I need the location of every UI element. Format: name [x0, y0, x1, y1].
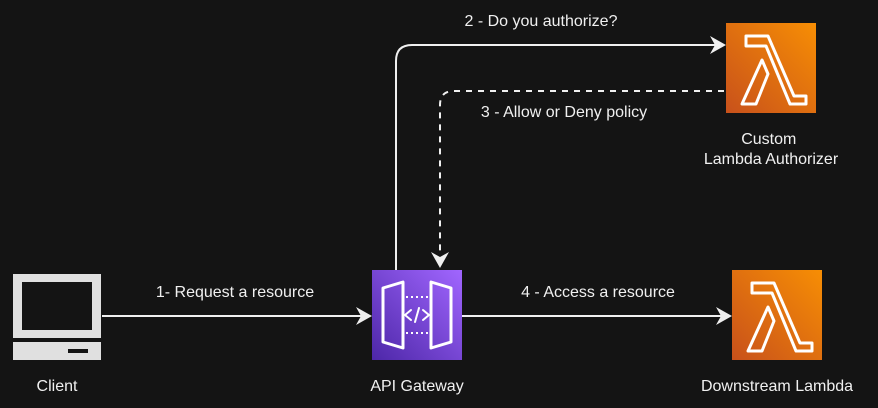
access-arrow-head: [716, 307, 732, 325]
access-label: 4 - Access a resource: [521, 284, 675, 301]
policy-label: 3 - Allow or Deny policy: [481, 104, 647, 121]
client-node: Client: [13, 274, 101, 395]
authorize-arrow-head: [710, 36, 726, 54]
edge-authorize: [395, 36, 726, 270]
authorizer-label: Custom Lambda Authorizer: [704, 131, 839, 168]
authorizer-label-line2: Lambda Authorizer: [704, 151, 839, 168]
authorizer-node: Custom Lambda Authorizer: [704, 23, 839, 168]
request-label: 1- Request a resource: [156, 284, 314, 301]
api-gateway-node: API Gateway: [370, 270, 464, 395]
lambda-icon: [732, 270, 822, 360]
edge-policy: [431, 90, 724, 268]
policy-arrow-line: [439, 90, 724, 256]
client-label: Client: [37, 378, 78, 395]
edge-request: [102, 307, 372, 325]
code-brackets-icon: [404, 307, 430, 323]
api-gateway-icon: [372, 270, 462, 360]
authorizer-label-line1: Custom: [741, 131, 796, 148]
api-gateway-label: API Gateway: [370, 378, 463, 395]
downstream-node: Downstream Lambda: [701, 270, 853, 395]
authorize-arrow-line: [395, 44, 716, 270]
downstream-label: Downstream Lambda: [701, 378, 853, 395]
policy-arrow-head: [431, 252, 449, 268]
authorize-label: 2 - Do you authorize?: [465, 13, 618, 30]
request-arrow-head: [356, 307, 372, 325]
lambda-icon: [726, 23, 816, 113]
desktop-computer-icon: [13, 274, 101, 360]
edge-access: [462, 307, 732, 325]
